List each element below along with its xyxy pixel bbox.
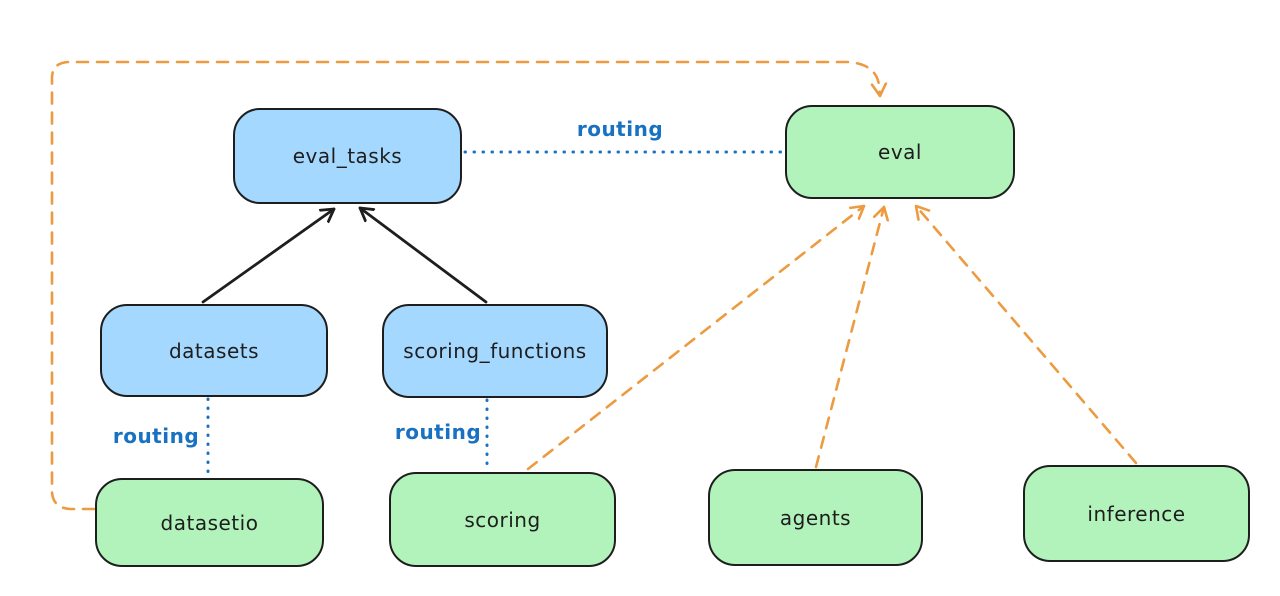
node-datasets-label: datasets <box>168 338 260 363</box>
arrow-agents-to-eval <box>814 205 884 469</box>
node-eval-label: eval <box>878 140 922 164</box>
node-agents: agents <box>708 469 923 566</box>
node-inference: inference <box>1023 465 1250 562</box>
node-scoring_functions: scoring_functions <box>382 304 608 398</box>
node-agents-label: agents <box>779 505 852 530</box>
arrow-scoring_functions-to-eval_tasks <box>358 206 488 304</box>
node-scoring_functions-label: scoring_functions <box>403 339 587 363</box>
node-scoring-label: scoring <box>464 507 541 532</box>
node-eval: eval <box>785 105 1015 199</box>
edge-label-routing-eval_tasks-eval: routing <box>576 117 664 141</box>
node-datasets: datasets <box>100 304 328 397</box>
node-datasetio-label: datasetio <box>160 510 259 535</box>
arrow-inference-to-eval <box>914 204 1138 465</box>
arrow-datasets-to-eval_tasks <box>201 207 336 304</box>
edge-label-routing-scoring_functions-scoring: routing <box>394 420 482 444</box>
node-eval_tasks: eval_tasks <box>233 108 462 204</box>
node-datasetio: datasetio <box>95 478 324 567</box>
node-inference-label: inference <box>1087 501 1186 526</box>
node-scoring: scoring <box>389 472 616 567</box>
edge-label-routing-datasets-datasetio: routing <box>112 424 200 448</box>
node-eval_tasks-label: eval_tasks <box>292 144 403 168</box>
